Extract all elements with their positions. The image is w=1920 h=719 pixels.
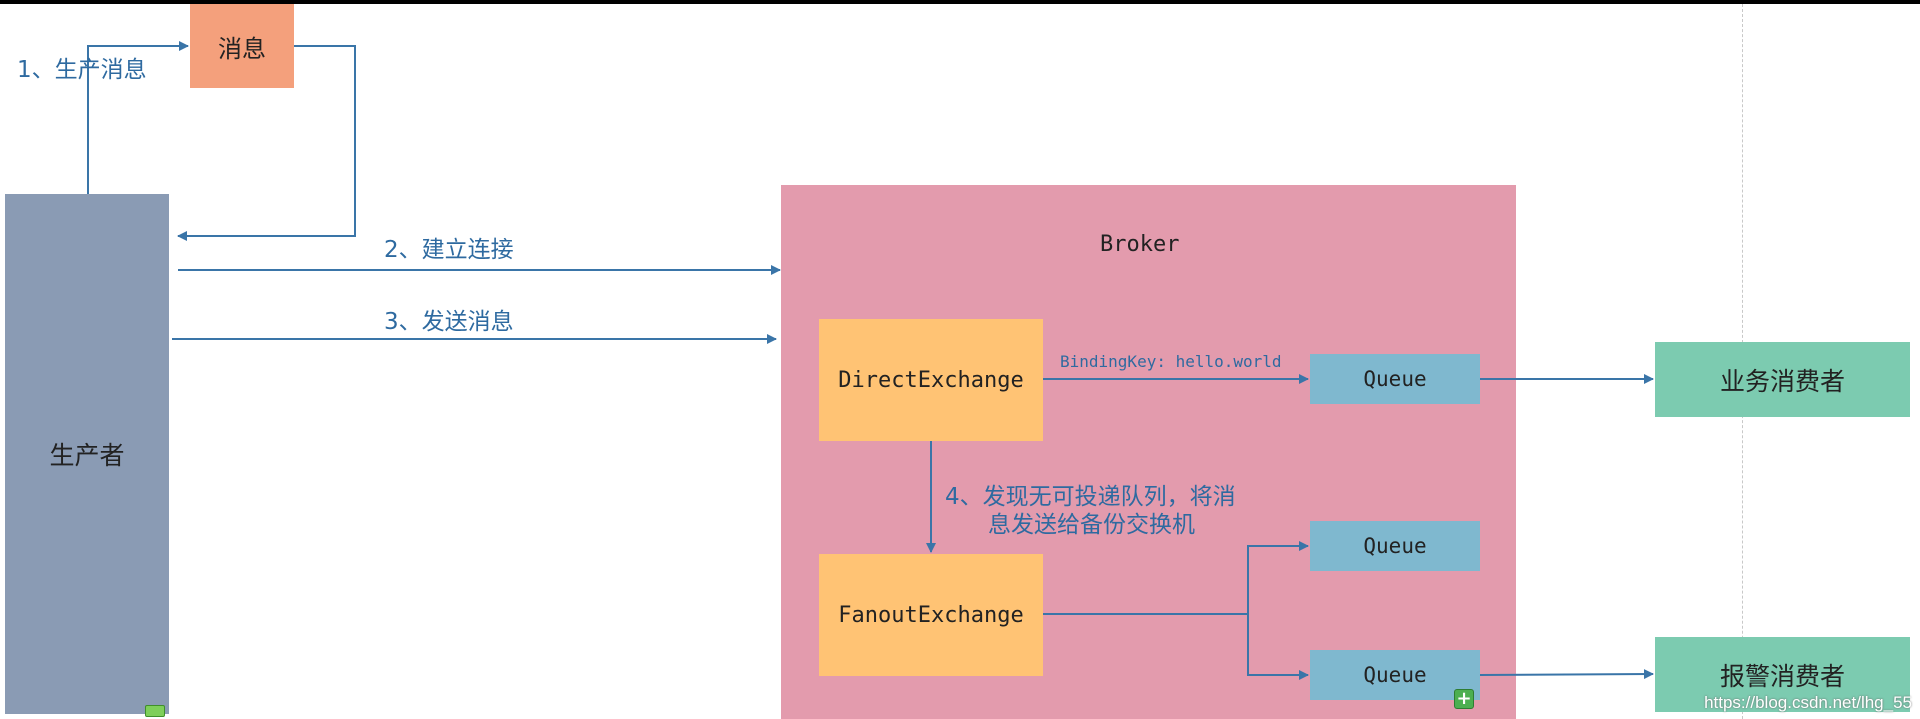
top-border <box>0 0 1920 4</box>
step3-label: 3、发送消息 <box>384 309 514 335</box>
direct-exchange-label: DirectExchange <box>838 367 1024 393</box>
queue-backup-1-node: Queue <box>1310 521 1480 571</box>
arrow-fanout-queue2 <box>1247 614 1309 680</box>
queue-backup-2-node: Queue <box>1310 650 1480 700</box>
message-label: 消息 <box>218 34 266 63</box>
arrow-message-return <box>177 45 356 241</box>
watermark: https://blog.csdn.net/lhg_55 <box>1704 693 1912 712</box>
producer-node: 生产者 <box>5 194 169 714</box>
step4-label-line1: 4、发现无可投递队列，将消 <box>945 484 1236 510</box>
direct-exchange-node: DirectExchange <box>819 319 1043 441</box>
add-badge-icon[interactable]: + <box>1454 689 1474 709</box>
binding-key-label: BindingKey: hello.world <box>1060 352 1282 371</box>
arrow-queue-alarm <box>1479 669 1654 680</box>
alarm-consumer-node: 报警消费者 <box>1655 637 1910 712</box>
arrow-produce-message <box>87 41 189 194</box>
queue-backup-1-label: Queue <box>1363 534 1427 558</box>
alarm-consumer-label: 报警消费者 <box>1719 661 1845 691</box>
step4-label-line2: 息发送给备份交换机 <box>988 512 1195 538</box>
queue-business-node: Queue <box>1310 354 1480 404</box>
collapse-badge-icon[interactable] <box>145 705 165 717</box>
step2-label: 2、建立连接 <box>384 237 514 263</box>
fanout-exchange-node: FanoutExchange <box>819 554 1043 676</box>
business-consumer-node: 业务消费者 <box>1655 342 1910 417</box>
arrow-fanout-queue1 <box>1247 541 1309 614</box>
queue-business-label: Queue <box>1363 367 1427 391</box>
broker-title: Broker <box>1100 232 1180 257</box>
step1-label: 1、生产消息 <box>17 57 147 83</box>
producer-label: 生产者 <box>49 441 125 470</box>
message-node: 消息 <box>190 4 294 88</box>
business-consumer-label: 业务消费者 <box>1719 366 1845 396</box>
queue-backup-2-label: Queue <box>1363 663 1427 687</box>
fanout-exchange-label: FanoutExchange <box>838 602 1024 628</box>
